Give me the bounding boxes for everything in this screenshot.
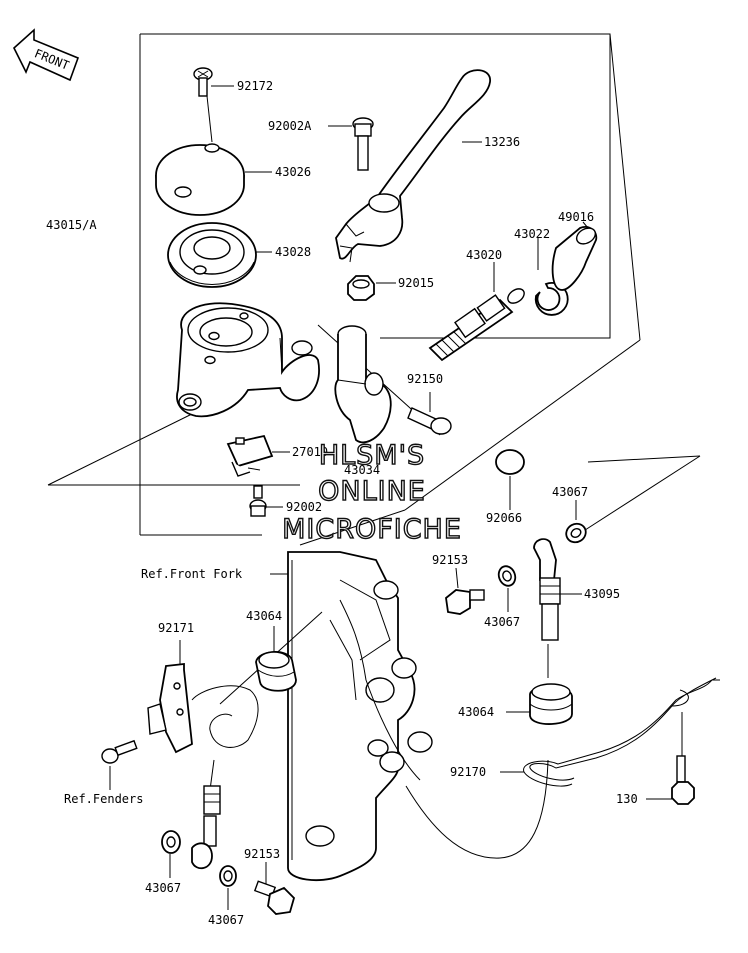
- washer-43067-d: [219, 865, 237, 910]
- brake-switch-27010: [226, 434, 290, 477]
- clamp-43034: [334, 325, 392, 444]
- label-43064-b: 43064: [458, 705, 494, 719]
- label-49016: 49016: [558, 210, 594, 224]
- screw-92172: [193, 67, 234, 143]
- label-43067-a: 43067: [552, 485, 588, 499]
- banjo-bolt-92153-b: [253, 862, 296, 915]
- label-ref-front-fork: Ref.Front Fork: [141, 567, 243, 581]
- washer-43067-b: [497, 565, 517, 612]
- label-43067-d: 43067: [208, 913, 244, 927]
- washer-43067-a: [565, 500, 587, 544]
- part-labels: 92172 92002A 13236 43026 43015/A 49016 4…: [46, 79, 638, 927]
- screw-92002: [249, 485, 283, 517]
- label-43095: 43095: [584, 587, 620, 601]
- label-43022: 43022: [514, 227, 550, 241]
- label-43064-a: 43064: [246, 609, 282, 623]
- front-arrow-icon: FRONT: [13, 28, 80, 82]
- master-cylinder-body: [176, 302, 320, 418]
- label-130: 130: [616, 792, 638, 806]
- label-92170: 92170: [450, 765, 486, 779]
- boot-49016: [551, 221, 598, 291]
- bolt-92150: [407, 392, 452, 435]
- label-43067-c: 43067: [145, 881, 181, 895]
- bolt-left-fender: [101, 739, 138, 790]
- label-43034: 43034: [344, 463, 380, 477]
- bracket-92171: [147, 640, 193, 754]
- label-43067-b: 43067: [484, 615, 520, 629]
- label-92153-b: 92153: [244, 847, 280, 861]
- label-43015a: 43015/A: [46, 218, 97, 232]
- nut-92015: [347, 275, 396, 301]
- reservoir-cap-43026: [155, 143, 272, 216]
- hose-end-fitting-left: [191, 785, 221, 870]
- grommet-43064-b: [506, 683, 573, 725]
- bolt-130: [646, 712, 695, 805]
- pivot-bolt-92002a: [328, 117, 374, 171]
- watermark: HLSM'S ONLINE MICROFICHE: [281, 439, 462, 545]
- label-ref-fenders: Ref.Fenders: [64, 792, 143, 806]
- cap-92066: [495, 449, 525, 510]
- hose-fitting-43095: [533, 538, 582, 678]
- brake-lever-13236: [335, 69, 491, 263]
- washer-43067-c: [161, 830, 181, 878]
- grommet-43064-a: [255, 626, 297, 692]
- label-92015: 92015: [398, 276, 434, 290]
- label-13236: 13236: [484, 135, 520, 149]
- circlip-43022: [534, 238, 569, 316]
- hose-clip-wire: [191, 685, 259, 748]
- label-92066: 92066: [486, 511, 522, 525]
- label-92153-a: 92153: [432, 553, 468, 567]
- front-fork: [270, 551, 433, 882]
- watermark-line-1: HLSM'S: [319, 440, 425, 471]
- label-92150: 92150: [407, 372, 443, 386]
- label-92171: 92171: [158, 621, 194, 635]
- label-43020: 43020: [466, 248, 502, 262]
- label-43028: 43028: [275, 245, 311, 259]
- watermark-line-2: ONLINE: [318, 476, 426, 507]
- label-27010: 27010: [292, 445, 328, 459]
- watermark-line-3: MICROFICHE: [282, 514, 462, 545]
- label-92002: 92002: [286, 500, 322, 514]
- hose-clamp-92170: [500, 677, 720, 787]
- label-92002a: 92002A: [268, 119, 312, 133]
- banjo-bolt-92153-a: [445, 567, 485, 615]
- label-43026: 43026: [275, 165, 311, 179]
- label-92172: 92172: [237, 79, 273, 93]
- diaphragm-43028: [167, 222, 272, 288]
- piston-assembly-43020: [428, 262, 525, 362]
